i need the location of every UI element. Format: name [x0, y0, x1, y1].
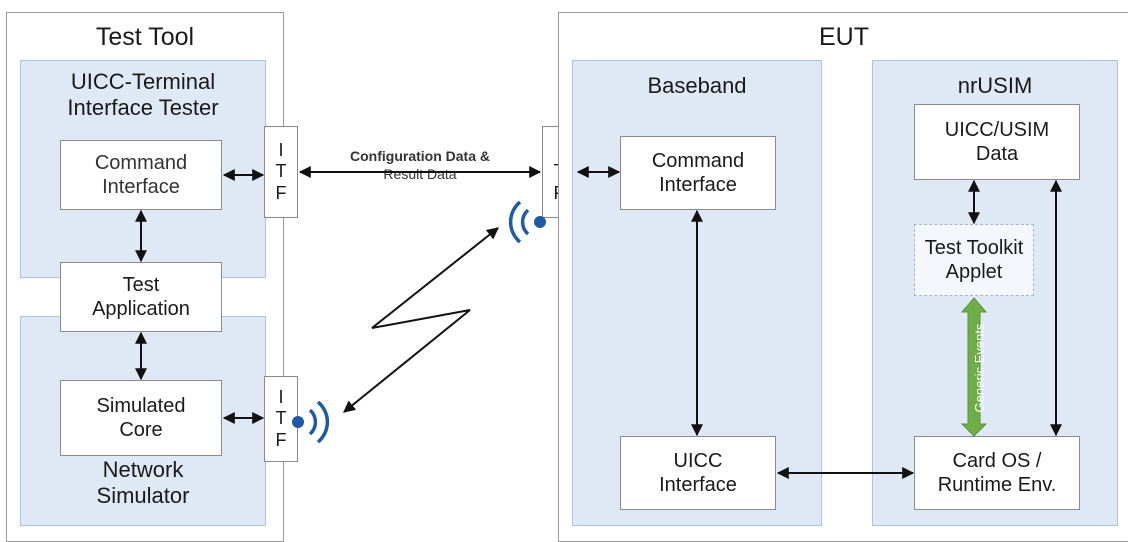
radio-signal-icon-eut — [508, 200, 546, 244]
baseband-command-interface-box: Command Interface — [620, 136, 776, 210]
uicc-usim-data-box: UICC/USIM Data — [914, 104, 1080, 180]
radio-link-zigzag — [343, 227, 499, 413]
test-tool-title: Test Tool — [95, 23, 195, 51]
eut-title: EUT — [819, 23, 869, 51]
test-application-box: Test Application — [60, 262, 222, 332]
network-simulator-title: Network Simulator — [96, 457, 190, 509]
simulated-core-box: Simulated Core — [60, 380, 222, 456]
generic-events-label: Generic Events — [972, 323, 987, 413]
baseband-title: Baseband — [647, 73, 747, 98]
configuration-data-label: Configuration Data & Result Data — [350, 148, 490, 182]
test-toolkit-applet-box: Test Toolkit Applet — [914, 224, 1034, 296]
uicc-terminal-interface-tester-title: UICC-Terminal Interface Tester — [67, 69, 219, 121]
uicc-interface-box: UICC Interface — [620, 436, 776, 510]
card-os-runtime-box: Card OS / Runtime Env. — [914, 436, 1080, 510]
tool-command-interface-box: Command Interface — [60, 140, 222, 210]
nrusim-title: nrUSIM — [957, 73, 1033, 98]
